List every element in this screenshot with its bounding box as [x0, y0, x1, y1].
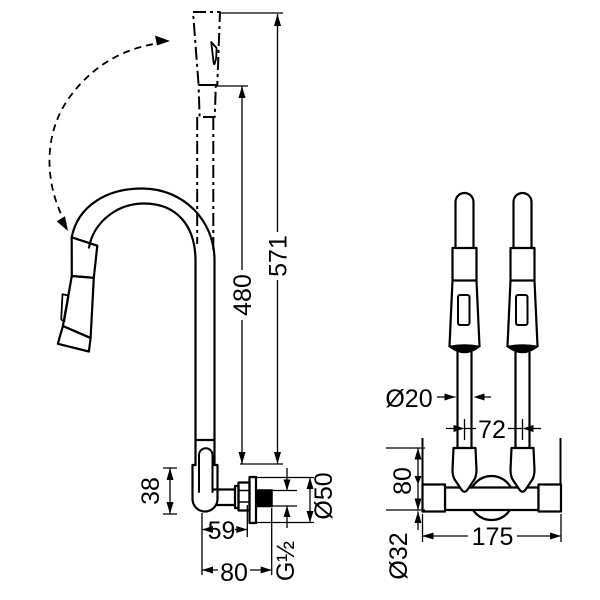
rotation-arrow: [48, 35, 170, 231]
dim-571-label: 571: [265, 235, 293, 277]
spray-head-stowed: [56, 236, 99, 353]
dim-571: 571: [220, 12, 293, 464]
spray-face-right: [505, 344, 540, 354]
dim-thread-label: G½: [272, 541, 300, 581]
spray-head-extended-phantom: [192, 11, 221, 252]
dim-59-label: 59: [208, 517, 236, 545]
hose-cone-right: [509, 446, 536, 493]
side-view: 571 480 38 59: [48, 11, 338, 587]
dim-bracket-width-label: 175: [472, 523, 514, 551]
wall-bracket: [421, 438, 563, 513]
dim-hose-spacing: 72: [446, 416, 541, 444]
rotation-arrow-head-bottom: [56, 216, 68, 231]
dim-thread: G½: [272, 468, 300, 581]
wall-elbow: [191, 447, 219, 513]
spray-head-front-right: [505, 191, 540, 450]
spray-face-left: [447, 344, 482, 354]
bracket-end-cap-left: [421, 483, 447, 513]
gooseneck-spout: [70, 187, 216, 467]
front-view: Ø20 72 80 Ø32: [385, 191, 563, 580]
rotation-arrow-head-top: [155, 35, 170, 46]
spray-head-front-left: [447, 191, 482, 450]
dim-flange-label: Ø50: [310, 472, 338, 519]
hose-cone-left: [451, 446, 478, 493]
dim-480-label: 480: [229, 274, 257, 316]
dim-flange: Ø50: [251, 472, 338, 524]
spray-button-right: [515, 294, 529, 326]
dim-hose-dia-label: Ø20: [385, 385, 432, 413]
spray-button-left: [457, 294, 471, 326]
dim-bracket-width: 175: [421, 514, 562, 551]
dim-80-depth-label: 80: [220, 559, 248, 587]
dim-hose-spacing-label: 72: [478, 416, 506, 444]
spray-head-button: [60, 293, 70, 323]
dim-38-label: 38: [137, 477, 165, 505]
dim-59: 59: [201, 505, 248, 575]
thread-nipple: [255, 489, 273, 508]
wall-flange: [248, 475, 258, 525]
dim-80-depth: 80: [202, 508, 273, 587]
dim-bar-dia: Ø32: [385, 511, 422, 580]
bracket-end-cap-right: [537, 483, 563, 513]
spray-clip-detail: [210, 41, 218, 65]
dim-bracket-height: 80: [386, 447, 425, 511]
dim-38: 38: [137, 467, 177, 515]
dim-hose-dia: Ø20: [385, 385, 491, 413]
dim-bracket-height-label: 80: [389, 467, 417, 495]
dim-bar-dia-label: Ø32: [385, 532, 413, 579]
dim-480: 480: [216, 85, 283, 465]
